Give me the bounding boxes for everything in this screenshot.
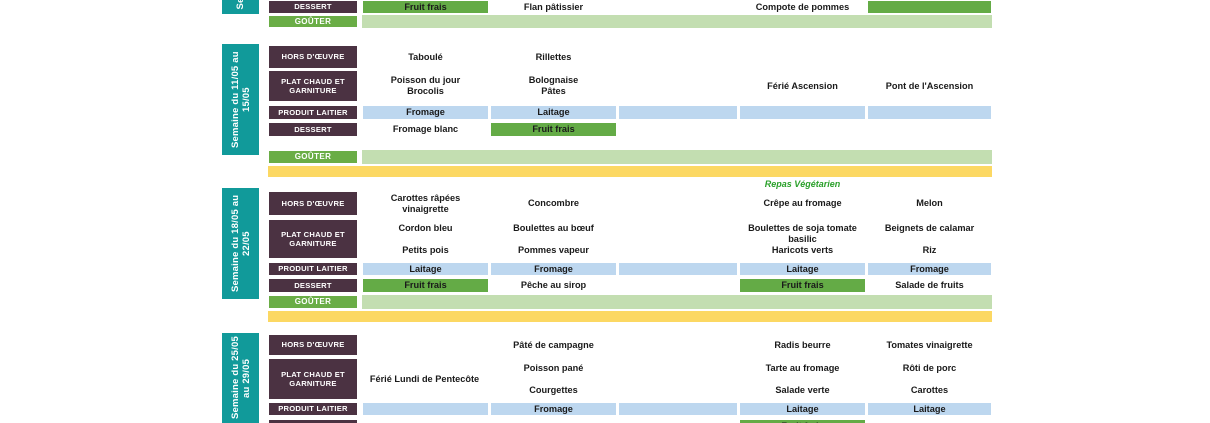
row-label-dessert: DESSERT xyxy=(268,419,358,423)
row-label-entree: HORS D'ŒUVRE xyxy=(268,45,358,69)
week-label-tab: Semaine du 18/05 au 22/05 xyxy=(222,188,259,299)
row-label-laitier: PRODUIT LAITIER xyxy=(268,105,358,120)
week-label-tab: Semaine xyxy=(222,0,259,14)
cell-entree-vendredi: Melon xyxy=(916,198,943,208)
cell-entree-mardi: Concombre xyxy=(527,198,580,208)
row-label-entree: HORS D'ŒUVRE xyxy=(268,191,358,216)
week-label-text: Semaine du 25/05 au 29/05 xyxy=(229,336,252,420)
cell-plat-mardi: Bolognaise Pâtes xyxy=(528,75,579,96)
row-label-dessert: DESSERT xyxy=(268,278,358,293)
cell-plat-vendredi: Pont de l'Ascension xyxy=(885,80,974,91)
cell-plat-lundi: Cordon bleu Petits pois xyxy=(398,222,453,255)
week-label-text: Semaine du 18/05 au 22/05 xyxy=(229,194,252,293)
week-label-text: Semaine xyxy=(235,0,246,9)
cell-dessert-lundi: Fruit frais xyxy=(362,0,489,14)
cell-plat-lundi: Poisson du jour Brocolis xyxy=(390,75,461,96)
week-block-partial-top: Semaine DESSERT Fruit frais Flan pâtissi… xyxy=(0,0,1210,28)
cell-dessert-mercredi xyxy=(618,0,738,14)
cell-laitier-vendredi: Fromage xyxy=(867,262,992,276)
cell-plat-mercredi xyxy=(618,219,738,259)
row-label-gouter: GOÛTER xyxy=(268,15,358,28)
cell-laitier-lundi: Fromage xyxy=(362,105,489,120)
cell-dessert-vendredi xyxy=(867,0,992,14)
cell-dessert-mercredi xyxy=(618,122,738,137)
row-label-dessert: DESSERT xyxy=(268,0,358,14)
cell-dessert-mardi: Pêche au sirop xyxy=(520,280,587,290)
row-label-dessert: DESSERT xyxy=(268,122,358,137)
cell-dessert-mercredi xyxy=(618,278,738,293)
cell-dessert-vendredi xyxy=(867,122,992,137)
week-label-text: Semaine du 11/05 au 15/05 xyxy=(229,51,252,148)
cell-dessert-lundi xyxy=(362,419,489,423)
row-label-gouter: GOÛTER xyxy=(268,150,358,164)
cell-entree-lundi: Carottes râpées vinaigrette xyxy=(390,192,461,214)
cell-entree-jeudi: Crêpe au fromage xyxy=(763,198,842,208)
cell-plat-mercredi xyxy=(618,70,738,102)
cell-dessert-jeudi xyxy=(739,122,866,137)
row-label-plat: PLAT CHAUD ET GARNITURE xyxy=(268,219,358,259)
cell-plat-vendredi: Rôti de porc Carottes xyxy=(902,362,957,395)
cell-laitier-mercredi xyxy=(618,105,738,120)
cell-plat-mardi: Boulettes au bœuf Pommes vapeur xyxy=(513,222,594,255)
cell-laitier-lundi xyxy=(362,402,489,416)
cell-dessert-lundi: Fruit frais xyxy=(362,278,489,293)
cell-dessert-jeudi: Fruit frais xyxy=(739,419,866,423)
row-label-entree: HORS D'ŒUVRE xyxy=(268,334,358,356)
cell-laitier-mercredi xyxy=(618,402,738,416)
cell-dessert-jeudi: Fruit frais xyxy=(739,278,866,293)
cell-entree-lundi: Taboulé xyxy=(408,51,443,62)
cell-laitier-mardi: Fromage xyxy=(490,262,617,276)
cell-plat-jeudi: Boulettes de soja tomate basilic Haricot… xyxy=(748,222,857,255)
cell-entree-lundi xyxy=(362,334,489,356)
week-label-tab: Semaine du 11/05 au 15/05 xyxy=(222,44,259,155)
week-separator-band xyxy=(268,311,992,322)
cell-dessert-vendredi: Salade de fruits xyxy=(895,280,964,290)
cell-dessert-jeudi: Compote de pommes xyxy=(755,1,850,12)
row-label-gouter: GOÛTER xyxy=(268,295,358,309)
cell-plat-jeudi: Tarte au fromage Salade verte xyxy=(765,362,840,395)
gouter-strip xyxy=(362,150,992,164)
cell-laitier-mercredi xyxy=(618,262,738,276)
cell-entree-mercredi xyxy=(618,334,738,356)
cell-plat-mardi: Poisson pané Courgettes xyxy=(523,362,584,395)
cell-dessert-mardi xyxy=(490,419,617,423)
cell-entree-mercredi xyxy=(618,45,738,69)
cell-dessert-vendredi xyxy=(867,419,992,423)
cell-laitier-jeudi: Laitage xyxy=(739,402,866,416)
row-label-laitier: PRODUIT LAITIER xyxy=(268,262,358,276)
cell-dessert-mercredi xyxy=(618,419,738,423)
cell-entree-mardi: Pâté de campagne xyxy=(513,339,594,350)
cell-laitier-jeudi xyxy=(739,105,866,120)
row-label-plat: PLAT CHAUD ET GARNITURE xyxy=(268,358,358,400)
week-separator-band xyxy=(268,166,992,177)
row-label-laitier: PRODUIT LAITIER xyxy=(268,402,358,416)
cell-entree-vendredi: Tomates vinaigrette xyxy=(886,339,973,350)
cell-plat-vendredi: Beignets de calamar Riz xyxy=(884,222,975,255)
cell-laitier-mardi: Fromage xyxy=(490,402,617,416)
cell-entree-mercredi xyxy=(618,191,738,216)
gouter-strip xyxy=(362,295,992,309)
cell-entree-mardi: Rillettes xyxy=(535,51,572,62)
cell-plat-mercredi xyxy=(618,358,738,400)
row-label-plat: PLAT CHAUD ET GARNITURE xyxy=(268,70,358,102)
cell-laitier-lundi: Laitage xyxy=(362,262,489,276)
cell-entree-jeudi xyxy=(739,45,866,69)
cell-plat-jeudi: Férié Ascension xyxy=(767,80,838,91)
cell-entree-vendredi xyxy=(867,45,992,69)
cell-plat-lundi: Férié Lundi de Pentecôte xyxy=(369,373,480,384)
cell-laitier-mardi: Laitage xyxy=(490,105,617,120)
cell-laitier-jeudi: Laitage xyxy=(739,262,866,276)
cell-entree-jeudi: Radis beurre xyxy=(774,339,831,350)
cell-dessert-mardi: Fruit frais xyxy=(490,122,617,137)
week-label-tab: Semaine du 25/05 au 29/05 xyxy=(222,333,259,423)
cell-laitier-vendredi: Laitage xyxy=(867,402,992,416)
cell-dessert-lundi: Fromage blanc xyxy=(392,124,459,134)
cell-dessert-mardi: Flan pâtissier xyxy=(523,1,584,12)
gouter-strip xyxy=(362,15,992,28)
cell-laitier-vendredi xyxy=(867,105,992,120)
vegetarian-meal-note: Repas Végétarien xyxy=(764,179,841,189)
